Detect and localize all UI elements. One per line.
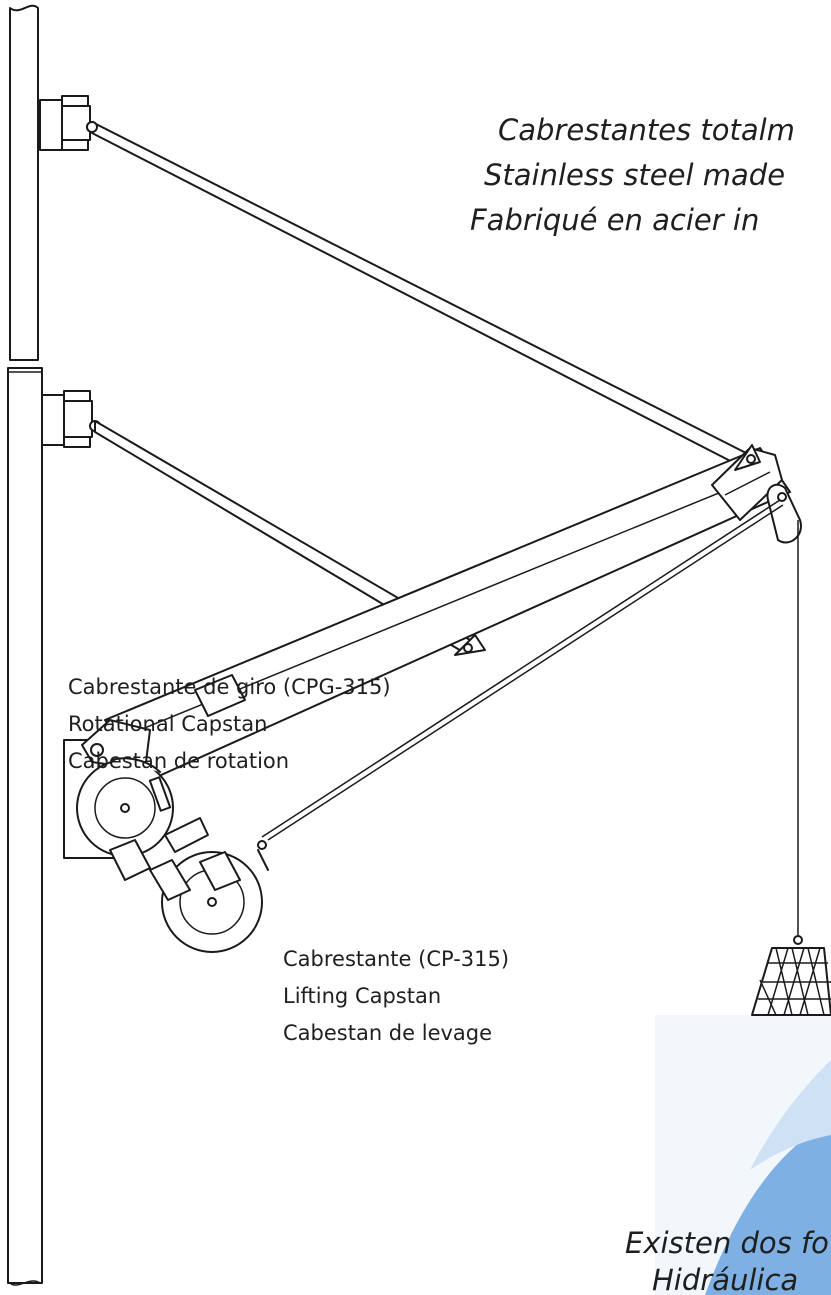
header-caption-line2: Stainless steel made [484,158,785,192]
mast-upper [9,4,39,361]
footer-caption-line2: Hidráulica [652,1263,798,1295]
lower-bracket [41,390,101,448]
header-caption: Cabrestantes totalm Stainless steel made… [470,113,795,237]
rotational-capstan-label-line3: Cabestan de rotation [68,749,289,773]
rotational-capstan-label-line1: Cabrestante de giro (CPG-315) [68,675,391,699]
mast-bottom-wave [9,1280,41,1286]
rotational-capstan [76,757,209,881]
watermark-swoosh [705,1120,831,1295]
lifting-capstan-label: Cabrestante (CP-315) Lifting Capstan Cab… [283,947,509,1045]
header-caption-line1: Cabrestantes totalm [498,113,795,147]
mast [7,4,127,1286]
boom [81,444,802,781]
hoist-cable [261,499,799,935]
boom-sheave [766,483,802,544]
rotational-capstan-label: Cabrestante de giro (CPG-315) Rotational… [68,675,391,773]
footer-caption: Existen dos fo Hidráulica [625,1226,829,1295]
watermark-logo [655,1015,831,1295]
rotational-capstan-label-line2: Rotational Capstan [68,712,267,736]
watermark-swoosh-light [750,1060,831,1170]
lifting-capstan-label-line1: Cabrestante (CP-315) [283,947,509,971]
load-basket [751,935,831,1016]
lifting-capstan-label-line3: Cabestan de levage [283,1021,492,1045]
mast-lower [7,367,43,1284]
lifting-capstan [149,840,269,953]
footer-caption-line1: Existen dos fo [625,1226,829,1260]
boom-pivot [81,719,151,771]
lifting-capstan-label-line2: Lifting Capstan [283,984,441,1008]
header-caption-line3: Fabriqué en acier in [470,203,759,237]
